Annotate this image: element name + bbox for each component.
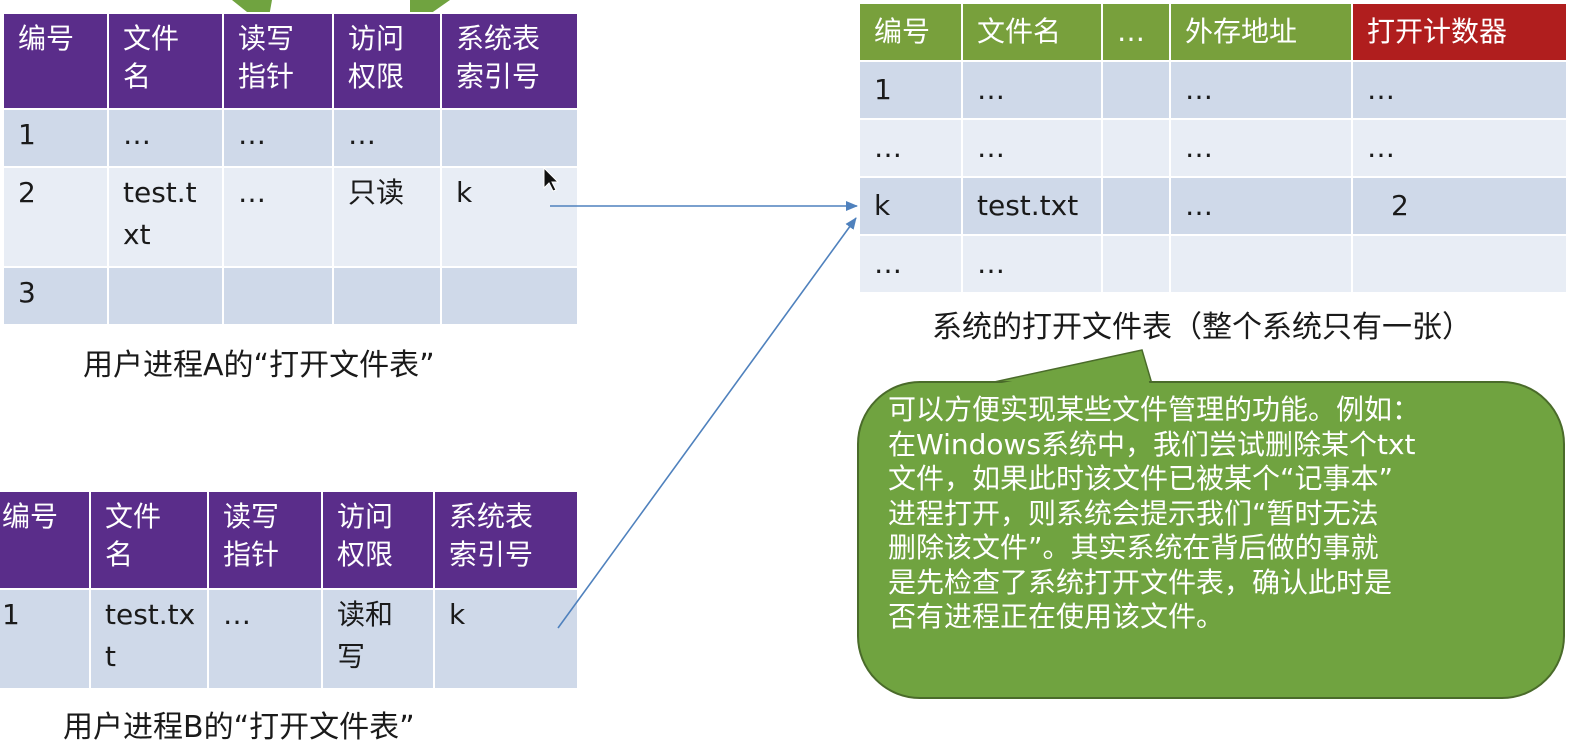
table-cell: …: [858, 118, 963, 178]
user-process-b-caption: 用户进程B的“打开文件表”: [63, 710, 415, 745]
table-cell: k: [440, 166, 579, 268]
table-cell: …: [222, 166, 334, 268]
header-cell: 文件名: [107, 12, 224, 110]
callout-line: 否有进程正在使用该文件。: [888, 600, 1225, 633]
header-cell: 文件名: [961, 2, 1103, 62]
callout-line: 可以方便实现某些文件管理的功能。例如：: [888, 393, 1421, 426]
header-cell: 文件名: [89, 490, 209, 590]
table-cell: k: [433, 588, 579, 690]
callout-text: 可以方便实现某些文件管理的功能。例如： 在Windows系统中，我们尝试删除某个…: [888, 393, 1548, 635]
table-cell: [332, 266, 442, 326]
table-cell: 3: [2, 266, 109, 326]
table-cell: [1101, 176, 1171, 236]
callout-line: 在Windows系统中，我们尝试删除某个txt: [888, 427, 1416, 461]
table-cell: …: [961, 60, 1103, 120]
table-cell: [1169, 234, 1353, 294]
table-cell: 1: [2, 108, 109, 168]
table-cell: …: [207, 588, 323, 690]
header-cell: 访问权限: [332, 12, 442, 110]
table-cell: 1: [0, 588, 91, 690]
table-cell: [222, 266, 334, 326]
table-cell: 1: [858, 60, 963, 120]
header-cell: 读写指针: [207, 490, 323, 590]
table-cell: [1101, 234, 1171, 294]
callout-line: 文件，如果此时该文件已被某个“记事本”: [888, 462, 1394, 495]
header-cell: 读写指针: [222, 12, 334, 110]
table-cell: test.txt: [961, 176, 1103, 236]
table-cell: …: [961, 118, 1103, 178]
table-cell: …: [1351, 60, 1568, 120]
table-cell: 只读: [332, 166, 442, 268]
table-cell: 读和写: [321, 588, 435, 690]
table-cell: [1101, 60, 1171, 120]
table-cell: [440, 266, 579, 326]
table-cell: 2: [2, 166, 109, 268]
callout-line: 进程打开，则系统会提示我们“暂时无法: [888, 496, 1379, 530]
user-process-a-caption: 用户进程A的“打开文件表”: [83, 348, 435, 383]
header-cell: …: [1101, 2, 1171, 62]
table-cell: …: [332, 108, 442, 168]
user-process-a-table: 编号 文件名 读写指针 访问权限 系统表索引号 1 … … … 2 test.t…: [2, 12, 579, 326]
header-cell: 访问权限: [321, 490, 435, 590]
table-cell: [440, 108, 579, 168]
table-cell: k: [858, 176, 963, 236]
callout-line: 删除该文件”。其实系统在背后做的事就: [888, 531, 1379, 564]
table-cell: …: [858, 234, 963, 294]
header-cell: 编号: [2, 12, 109, 110]
table-cell: …: [961, 234, 1103, 294]
table-cell: …: [1351, 118, 1568, 178]
table-cell: …: [107, 108, 224, 168]
header-cell: 系统表索引号: [440, 12, 579, 110]
callout-line: 是先检查了系统打开文件表，确认此时是: [888, 565, 1393, 599]
header-cell: 外存地址: [1169, 2, 1353, 62]
header-cell: 编号: [858, 2, 963, 62]
header-cell: 系统表索引号: [433, 490, 579, 590]
table-cell: [107, 266, 224, 326]
table-cell: …: [1169, 176, 1353, 236]
table-cell: …: [1169, 60, 1353, 120]
table-cell: …: [1169, 118, 1353, 178]
table-cell: [1351, 234, 1568, 294]
table-cell: …: [222, 108, 334, 168]
header-cell: 编号: [0, 490, 91, 590]
system-open-file-table: 编号 文件名 … 外存地址 打开计数器 1 … … … … … … … k te…: [858, 2, 1568, 294]
open-counter-header: 打开计数器: [1351, 2, 1568, 62]
table-cell: [1101, 118, 1171, 178]
open-counter-value: 2: [1351, 176, 1568, 236]
system-table-caption: 系统的打开文件表（整个系统只有一张）: [932, 310, 1472, 345]
